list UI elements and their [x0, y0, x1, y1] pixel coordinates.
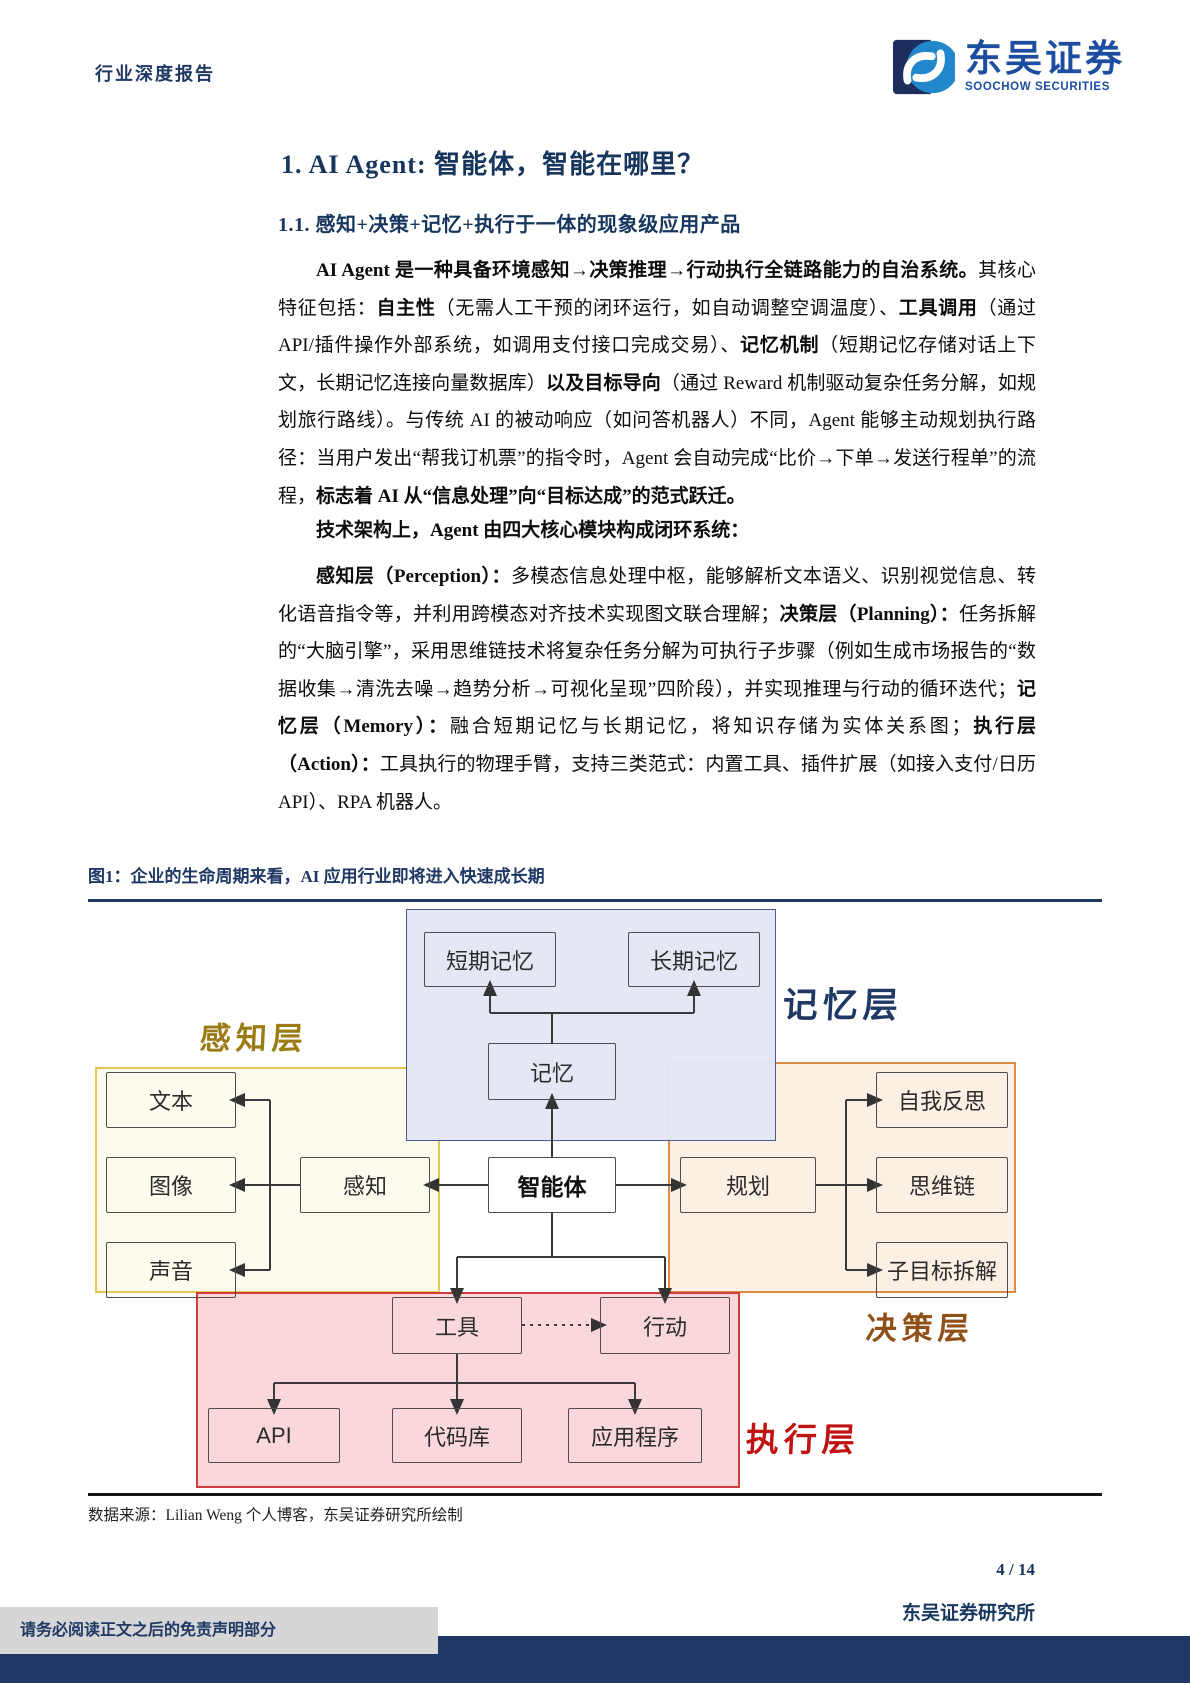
diagram-connectors — [229, 980, 883, 1415]
paragraph-intro: AI Agent 是一种具备环境感知→决策推理→行动执行全链路能力的自治系统。其… — [278, 260, 1036, 507]
action-layer-label: 执行层 — [744, 1423, 861, 1459]
node-long-term-memory: 长期记忆 — [628, 932, 760, 987]
disclaimer-box: 请务必阅读正文之后的免责声明部分 — [0, 1607, 438, 1654]
memory-layer-label: 记忆层 — [781, 986, 904, 1025]
node-chain-of-thought: 思维链 — [876, 1157, 1008, 1213]
node-memory: 记忆 — [488, 1043, 616, 1100]
report-type-label: 行业深度报告 — [95, 64, 215, 84]
node-perceive: 感知 — [300, 1157, 430, 1213]
page-title: 1. AI Agent: 智能体，智能在哪里？ — [281, 150, 705, 179]
institute-label: 东吴证券研究所 — [901, 1603, 1035, 1624]
node-short-term-memory: 短期记忆 — [424, 932, 556, 987]
node-api: API — [208, 1408, 340, 1463]
source-rule — [88, 1493, 1102, 1496]
caption-rule — [88, 899, 1102, 902]
page-number: 4 / 14 — [996, 1560, 1035, 1579]
node-sound: 声音 — [106, 1242, 236, 1298]
memory-layer-region — [406, 909, 776, 1141]
perception-layer-label: 感知层 — [198, 1021, 309, 1056]
action-layer-region — [196, 1292, 740, 1488]
node-agent: 智能体 — [488, 1157, 616, 1213]
node-subgoal-decomposition: 子目标拆解 — [876, 1242, 1008, 1298]
brand-name: 东吴证券 — [965, 38, 1125, 80]
soochow-logo-icon — [893, 39, 955, 95]
data-source-note: 数据来源：Lilian Weng 个人博客，东吴证券研究所绘制 — [88, 1507, 463, 1524]
figure-caption: 图1：企业的生命周期来看，AI 应用行业即将进入快速成长期 — [88, 867, 545, 886]
node-self-reflection: 自我反思 — [876, 1072, 1008, 1128]
node-action: 行动 — [600, 1297, 730, 1354]
node-tool: 工具 — [392, 1297, 522, 1354]
node-code-library: 代码库 — [392, 1408, 522, 1463]
section-heading: 1.1. 感知+决策+记忆+执行于一体的现象级应用产品 — [278, 214, 741, 236]
agent-architecture-diagram: 短期记忆 长期记忆 记忆 文本 图像 声音 感知 智能体 规划 自我反思 思维链… — [88, 905, 1102, 1493]
brand-name-en: SOOCHOW SECURITIES — [965, 80, 1110, 93]
brand-logo: 东吴证券 SOOCHOW SECURITIES — [893, 38, 1125, 96]
paragraph-architecture: 技术架构上，Agent 由四大核心模块构成闭环系统： — [316, 520, 750, 541]
node-image: 图像 — [106, 1157, 236, 1213]
brand-text: 东吴证券 SOOCHOW SECURITIES — [965, 41, 1125, 94]
node-text: 文本 — [106, 1072, 236, 1128]
perception-layer-region — [95, 1067, 440, 1293]
paragraph-modules: 感知层（Perception）：多模态信息处理中枢，能够解析文本语义、识别视觉信… — [278, 566, 1037, 813]
node-application: 应用程序 — [568, 1408, 702, 1463]
node-plan: 规划 — [680, 1157, 816, 1213]
planning-layer-label: 决策层 — [864, 1311, 975, 1346]
